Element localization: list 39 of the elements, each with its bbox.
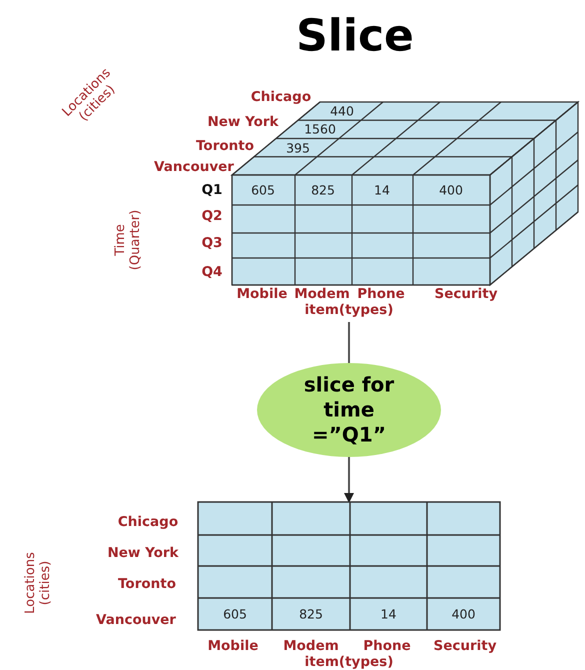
axis-title: Time (Quarter) bbox=[113, 208, 143, 272]
axis-label: Q3 bbox=[202, 235, 222, 251]
axis-title: Locations (cities) bbox=[23, 551, 53, 616]
cell-value: 400 bbox=[439, 182, 463, 198]
axis-label: Phone bbox=[357, 286, 405, 302]
cell-value: 14 bbox=[374, 182, 390, 198]
axis-label: Mobile bbox=[208, 638, 258, 654]
axis-label: item(types) bbox=[304, 302, 394, 318]
cell-value: 400 bbox=[452, 606, 476, 622]
axis-label: Toronto bbox=[196, 138, 254, 154]
node-label: slice for time =”Q1” bbox=[302, 372, 396, 448]
axis-label: Modem bbox=[294, 286, 350, 302]
axis-label: Phone bbox=[363, 638, 411, 654]
connector-line bbox=[348, 322, 350, 363]
axis-label: New York bbox=[207, 114, 279, 130]
cell-value: 14 bbox=[380, 606, 396, 622]
cell-value: 440 bbox=[330, 104, 354, 119]
arrow bbox=[344, 457, 354, 503]
axis-label: Modem bbox=[283, 638, 339, 654]
axis-label: item(types) bbox=[304, 654, 394, 670]
cell-value: 825 bbox=[299, 606, 323, 622]
axis-label: Chicago bbox=[250, 89, 312, 105]
axis-label: Mobile bbox=[236, 286, 288, 302]
axis-label: Security bbox=[433, 638, 497, 654]
axis-label: Chicago bbox=[118, 514, 178, 530]
cell-value: 825 bbox=[311, 182, 335, 198]
cell-value: 1560 bbox=[304, 122, 336, 137]
axis-label: Q2 bbox=[202, 208, 222, 224]
title: Slice bbox=[296, 10, 414, 62]
axis-label: Q1 bbox=[202, 182, 222, 198]
axis-label: Q4 bbox=[202, 264, 222, 280]
axis-label: Vancouver bbox=[154, 159, 234, 175]
cell-value: 395 bbox=[286, 140, 310, 156]
cell-value: 605 bbox=[223, 606, 247, 622]
axis-label: Toronto bbox=[118, 576, 176, 592]
axis-label: Vancouver bbox=[96, 612, 176, 628]
axis-label: New York bbox=[107, 545, 179, 561]
axis-label: Security bbox=[434, 286, 498, 302]
cell-value: 605 bbox=[251, 182, 275, 198]
